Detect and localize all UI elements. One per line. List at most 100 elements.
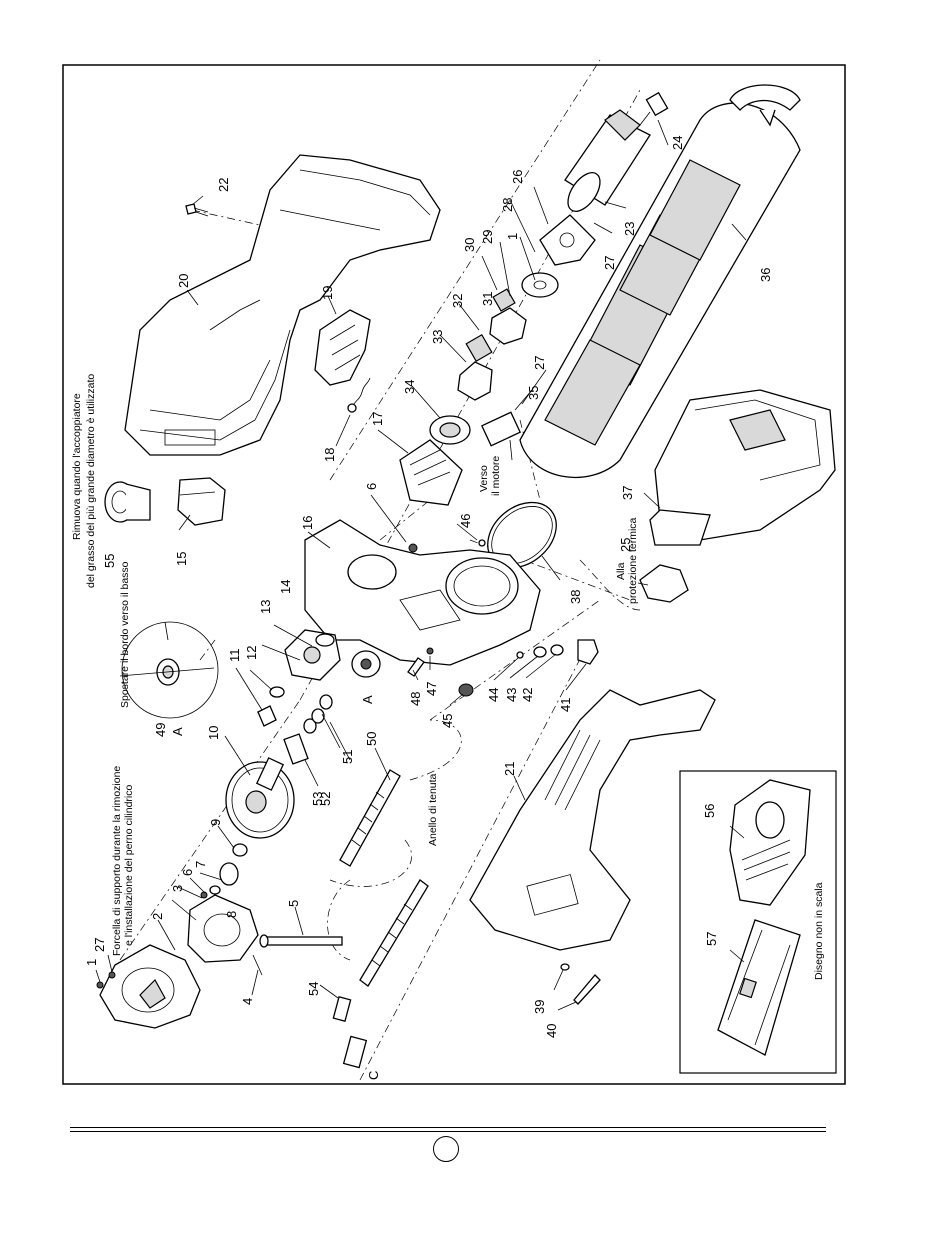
callout-35: 35: [526, 386, 541, 400]
callout-34: 34: [402, 380, 417, 394]
valve-parts-41-44: [516, 639, 599, 665]
callout-47: 47: [424, 682, 439, 696]
callout-21: 21: [502, 762, 517, 776]
gear-10: [225, 757, 295, 839]
callout-57: 57: [704, 932, 719, 946]
screw-11: [257, 705, 277, 727]
bearing-34: [429, 415, 471, 445]
callout-38: 38: [568, 590, 583, 604]
motor-23: [564, 109, 651, 212]
coupler-55: [104, 481, 151, 523]
switch-35: [480, 411, 522, 461]
inset-box: [679, 770, 837, 1074]
pin-4: [252, 954, 263, 976]
callout-17: 17: [370, 412, 385, 426]
note-labels: Forcella di supporto durante la rimozion…: [71, 374, 825, 980]
washers-51-52: [303, 694, 333, 734]
callout-27c: 27: [532, 356, 547, 370]
callout-11: 11: [227, 649, 242, 663]
note-edge: Spostare il bordo verso il basso: [119, 561, 131, 708]
thermal-protector-25: [639, 564, 689, 603]
callout-4: 4: [240, 998, 255, 1005]
callout-12: 12: [244, 646, 259, 660]
callout-45: 45: [440, 714, 455, 728]
callout-1a: 1: [84, 959, 99, 966]
callout-10: 10: [206, 726, 221, 740]
small-parts-6-9: [200, 843, 248, 899]
end-cap-2: [99, 944, 201, 1029]
callout-23: 23: [622, 222, 637, 236]
pin-47-48: [407, 647, 434, 677]
callout-ref-a2: A: [360, 695, 375, 704]
callout-41: 41: [558, 698, 573, 712]
callout-3: 3: [170, 885, 185, 892]
callout-5: 5: [286, 900, 301, 907]
fitting-c: [342, 1035, 368, 1069]
note-seal: Anello di tenuta: [427, 773, 439, 846]
callout-26: 26: [510, 170, 525, 184]
spring-18: [347, 377, 371, 413]
callout-36: 36: [758, 268, 773, 282]
callout-28: 28: [500, 198, 515, 212]
trigger-19: [314, 309, 371, 386]
callout-51: 51: [340, 750, 355, 764]
callout-37: 37: [620, 486, 635, 500]
sleeve-17: [399, 439, 463, 506]
callout-49: 49: [153, 723, 168, 737]
gear-train: [457, 272, 559, 401]
plug-45: [458, 683, 474, 697]
rod-5: [259, 934, 343, 948]
case-57: [717, 919, 801, 1056]
callout-46: 46: [458, 514, 473, 528]
screw-40: [573, 974, 601, 1005]
callout-15: 15: [174, 552, 189, 566]
gear-housing-16: [304, 519, 541, 666]
note-remove-line2: del grasso del più grande diametro è uti…: [85, 374, 97, 588]
callout-27b: 27: [602, 256, 617, 270]
washer-12: [269, 686, 285, 698]
callout-18: 18: [322, 448, 337, 462]
callout-16: 16: [300, 516, 315, 530]
bushing-53: [283, 733, 309, 765]
note-thermal-line1: Alla: [615, 562, 627, 580]
fitting-54: [332, 996, 352, 1022]
cover-3: [187, 894, 259, 963]
callout-29: 29: [480, 230, 495, 244]
callout-42: 42: [520, 688, 535, 702]
callout-53: 53: [310, 792, 325, 806]
callout-22: 22: [216, 178, 231, 192]
callout-9: 9: [208, 819, 223, 826]
footer-rule-top: [70, 1127, 826, 1128]
screw-22: [185, 203, 209, 217]
callout-52: 52: [318, 792, 333, 806]
callout-33: 33: [430, 330, 445, 344]
callout-2: 2: [150, 913, 165, 920]
callout-7: 7: [193, 861, 208, 868]
marker-a: [351, 650, 381, 678]
callout-54: 54: [306, 982, 321, 996]
callout-numbers: 1 27 2 3 4 5 6 7 8 9 10 11 12 13 14 15 1…: [84, 136, 773, 1080]
note-fork-line1: Forcella di supporto durante la rimozion…: [111, 766, 123, 956]
callout-44: 44: [486, 688, 501, 702]
callout-56: 56: [702, 804, 717, 818]
detail-a-49: [119, 621, 219, 719]
terminal-24: [639, 91, 669, 126]
callout-19: 19: [320, 286, 335, 300]
callout-1b: 1: [505, 233, 520, 240]
handle-21: [469, 689, 716, 951]
callout-14: 14: [278, 580, 293, 594]
callout-6a: 6: [180, 869, 195, 876]
note-to-motor-line1: Verso: [478, 465, 490, 492]
note-to-motor-line2: il motore: [490, 456, 502, 496]
callout-27a: 27: [92, 938, 107, 952]
callout-20: 20: [176, 274, 191, 288]
housing-half-20: [124, 154, 441, 456]
motor-plate-26: [539, 214, 596, 266]
grease-tube-36: [519, 84, 801, 479]
callout-48: 48: [408, 692, 423, 706]
callout-32: 32: [450, 294, 465, 308]
callout-8: 8: [224, 911, 239, 918]
charger-56: [729, 779, 811, 906]
note-fork-line2: e l'installazione del perno cilindrico: [123, 784, 135, 946]
